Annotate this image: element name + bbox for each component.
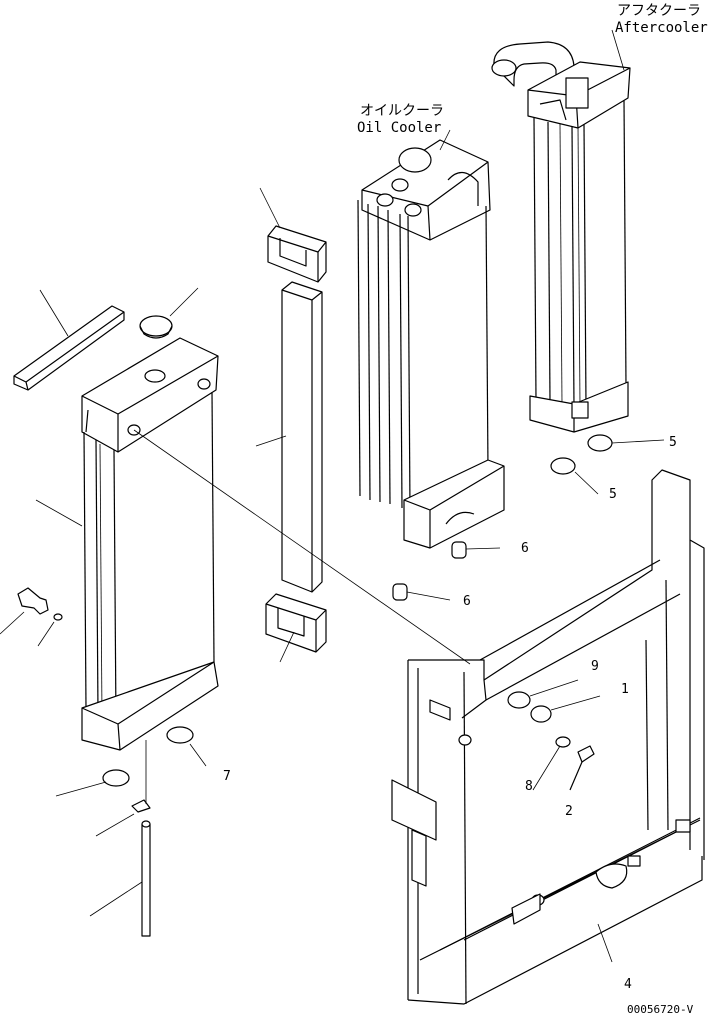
oil-cooler-label-jp: オイルクーラ <box>360 103 444 119</box>
frame-part <box>391 469 705 1005</box>
callout-1: 1 <box>621 682 629 697</box>
aftercooler-label-jp: アフタクーラ <box>617 3 701 19</box>
callout-5-lower: 5 <box>609 487 617 502</box>
callout-5-upper: 5 <box>669 435 677 450</box>
callout-9: 9 <box>591 659 599 674</box>
aftercooler-label-en: Aftercooler <box>615 20 708 36</box>
callout-2: 2 <box>565 804 573 819</box>
aftercooler-part <box>491 41 631 433</box>
oil-cooler-label-en: Oil Cooler <box>357 120 441 136</box>
callout-6-lower: 6 <box>463 594 471 609</box>
oil-cooler-part <box>357 139 505 549</box>
drawing-code: 00056720-V <box>627 1003 694 1016</box>
callout-8: 8 <box>525 779 533 794</box>
drain-valve-part <box>17 587 194 937</box>
radiator-part <box>13 305 219 751</box>
callout-6-upper: 6 <box>521 541 529 556</box>
seal-strip-part <box>265 225 327 653</box>
callout-7: 7 <box>223 769 231 784</box>
callout-4: 4 <box>624 977 632 992</box>
leader-lines <box>0 29 665 963</box>
